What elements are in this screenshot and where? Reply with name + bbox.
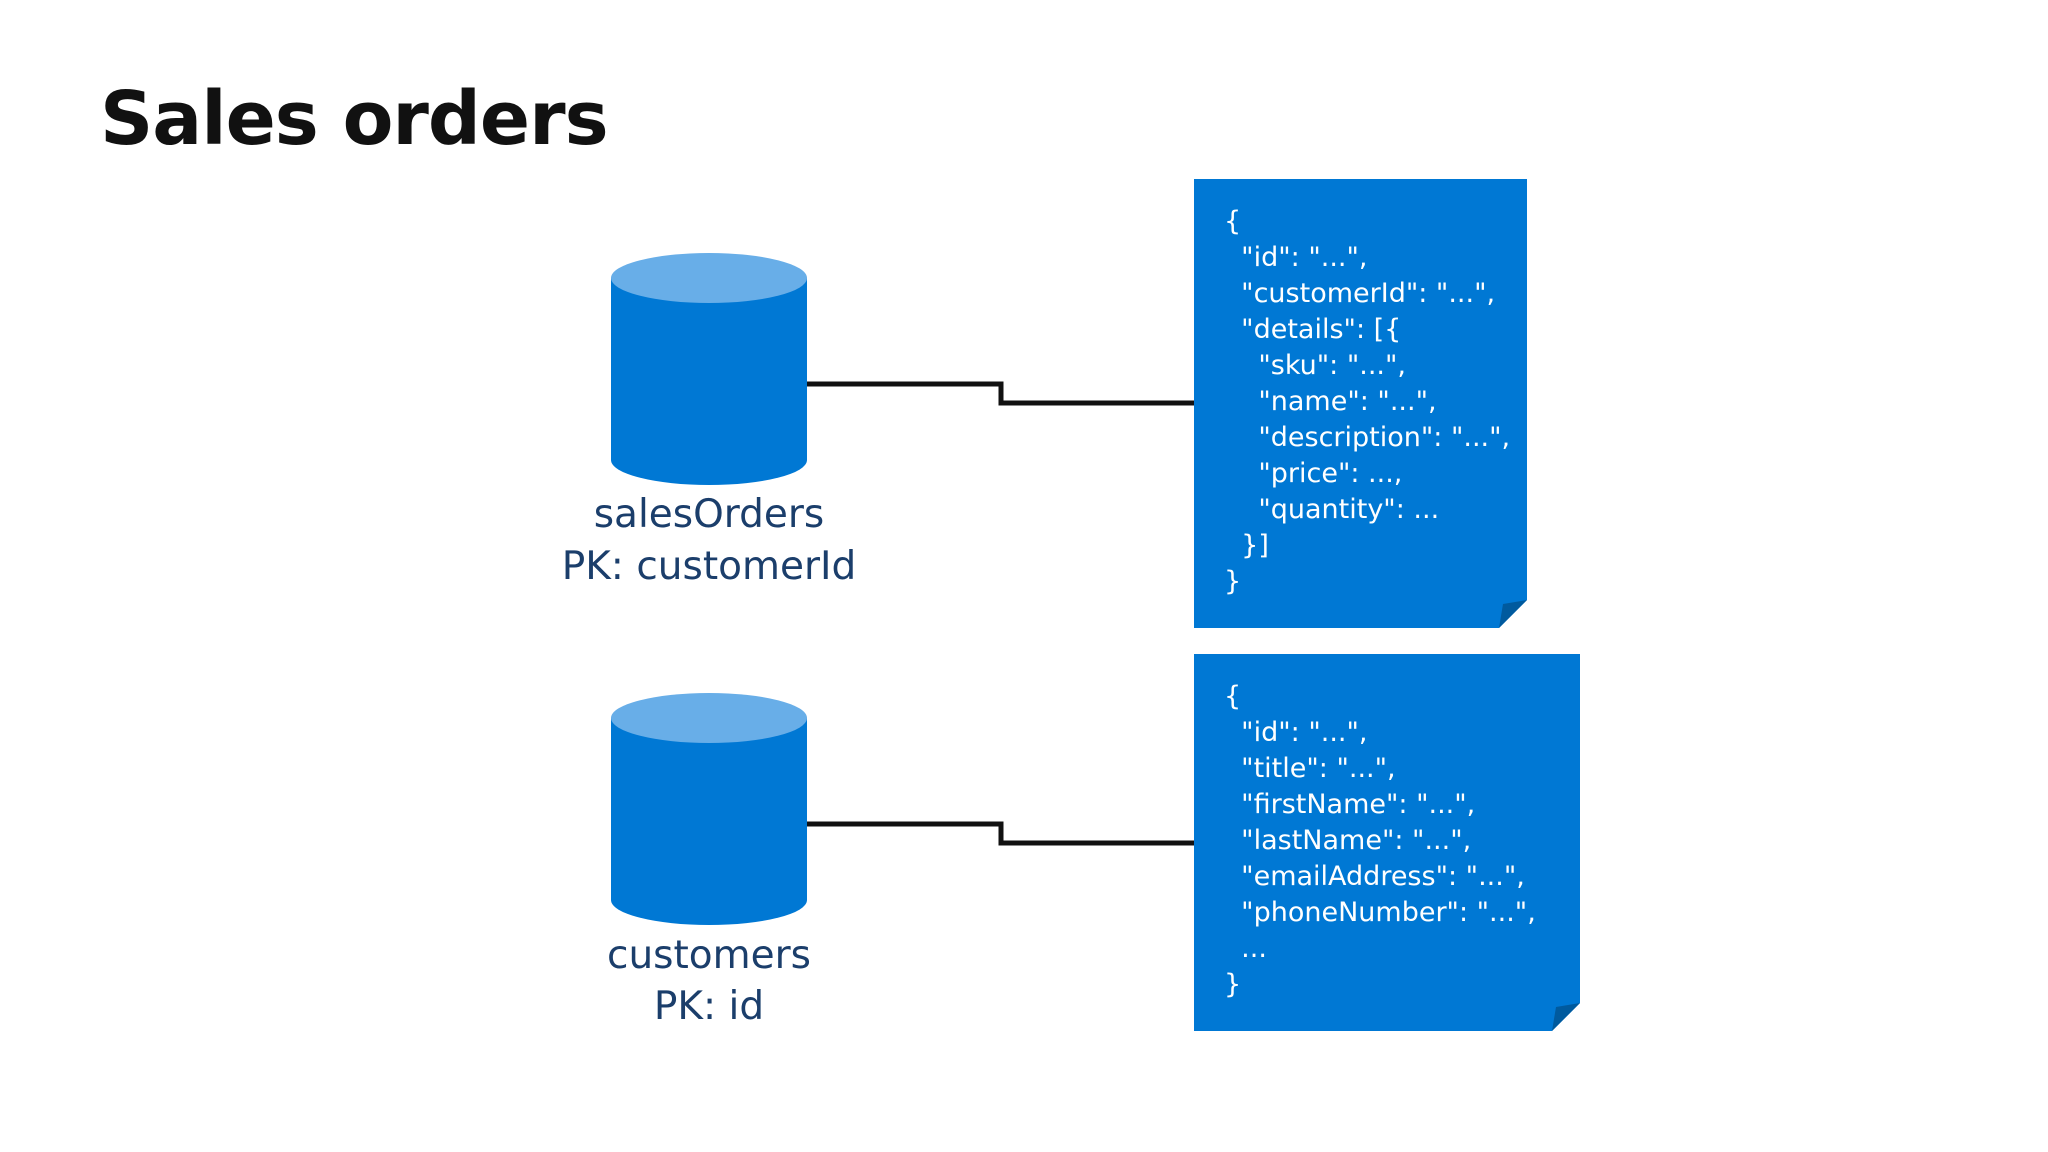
document-line: { bbox=[1224, 681, 1241, 712]
document-line: "sku": "...", bbox=[1224, 350, 1406, 381]
database-cylinder-top bbox=[611, 693, 807, 743]
document-line: "price": ..., bbox=[1224, 458, 1402, 489]
document-line: "quantity": ... bbox=[1224, 494, 1439, 525]
document-line: }] bbox=[1224, 530, 1269, 561]
connector-line bbox=[807, 381, 1194, 406]
json-document bbox=[1194, 654, 1580, 1031]
partition-key-label: PK: id bbox=[654, 984, 764, 1029]
document-line: "emailAddress": "...", bbox=[1224, 861, 1525, 892]
connector-line bbox=[807, 821, 1194, 846]
document-line: ... bbox=[1224, 933, 1267, 964]
document-line: "customerId": "...", bbox=[1224, 278, 1495, 309]
slide-title: Sales orders bbox=[100, 76, 609, 162]
database-cylinder-icon bbox=[611, 718, 807, 925]
json-document bbox=[1194, 179, 1527, 628]
container-name: salesOrders bbox=[594, 492, 825, 537]
document-fold bbox=[1552, 1003, 1580, 1031]
document-line: "firstName": "...", bbox=[1224, 789, 1475, 820]
document-line: { bbox=[1224, 206, 1241, 237]
document-line: "id": "...", bbox=[1224, 242, 1368, 273]
document-line: "title": "...", bbox=[1224, 753, 1396, 784]
document-line: "lastName": "...", bbox=[1224, 825, 1471, 856]
document-line: "phoneNumber": "...", bbox=[1224, 897, 1536, 928]
document-line: "name": "...", bbox=[1224, 386, 1437, 417]
database-cylinder-top bbox=[611, 253, 807, 303]
document-line: } bbox=[1224, 566, 1241, 597]
database-cylinder-icon bbox=[611, 278, 807, 485]
document-line: "details": [{ bbox=[1224, 314, 1401, 345]
document-fold bbox=[1499, 600, 1527, 628]
document-line: "id": "...", bbox=[1224, 717, 1368, 748]
partition-key-label: PK: customerId bbox=[562, 544, 857, 589]
document-line: "description": "...", bbox=[1224, 422, 1510, 453]
container-name: customers bbox=[607, 933, 811, 978]
document-line: } bbox=[1224, 969, 1241, 1000]
